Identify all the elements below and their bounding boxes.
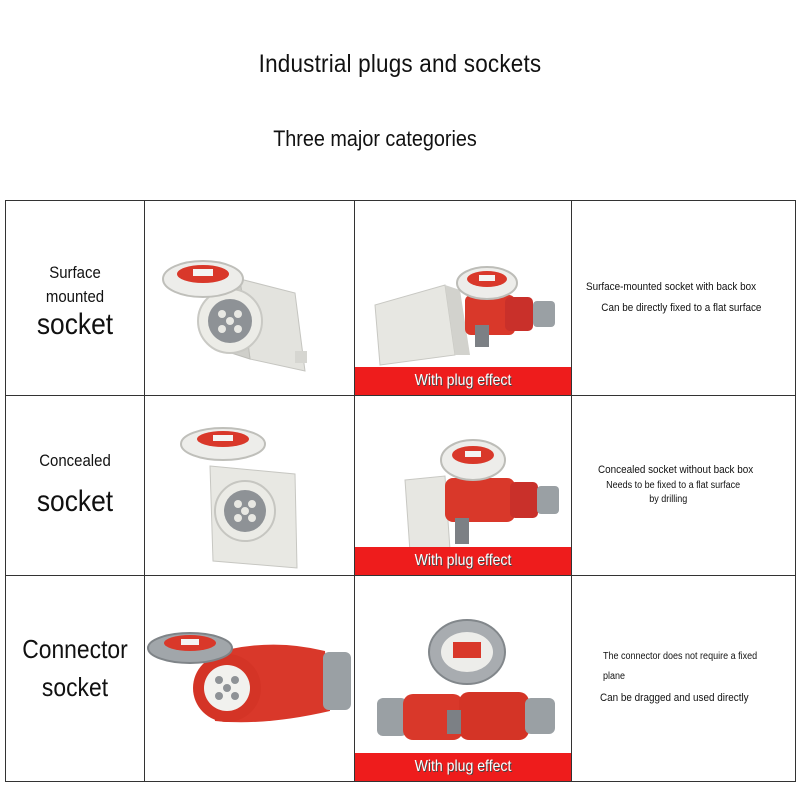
page-title: Industrial plugs and sockets [258,50,542,78]
category-label-cell: Concealed socket [5,395,145,576]
category-label: Concealed [39,451,111,471]
description-cell: Surface-mounted socket with back box Can… [571,200,796,396]
description-text: Needs to be fixed to a flat surface [606,479,741,491]
table-row: Surface mounted socket [5,200,796,396]
concealed-socket-with-plug-image [404,439,559,553]
description-cell: Concealed socket without back box Needs … [571,395,796,576]
plug-effect-banner: With plug effect [355,753,571,781]
description-text: Concealed socket without back box [598,464,754,477]
table-row: Concealed socket [5,395,796,576]
product-image-cell [144,395,355,576]
category-table: Surface mounted socket [5,200,796,782]
product-image-cell: With plug effect [354,395,572,576]
description-text: Surface-mounted socket with back box [586,281,757,294]
connector-socket-image [147,632,351,723]
concealed-socket-image [180,427,298,569]
category-label: mounted [45,286,105,306]
category-label-main: socket [36,308,114,342]
category-label: Surface [49,263,101,283]
product-image-cell: With plug effect [354,200,572,396]
description-text: by drilling [649,494,688,506]
product-image-cell: With plug effect [354,575,572,782]
table-row: Connector socket [5,575,796,782]
category-label-cell: Surface mounted socket [5,200,145,396]
category-label-main: socket [41,671,109,702]
surface-socket-image [162,260,307,372]
description-text: The connector does not require a fixed p… [603,650,758,682]
page-subtitle: Three major categories [273,126,477,151]
product-image-cell [144,200,355,396]
category-label-main: Connector [22,633,128,664]
description-text: Can be directly fixed to a flat surface [601,302,762,314]
category-label-main: socket [36,485,114,519]
description-text: Can be dragged and used directly [600,691,749,704]
surface-socket-with-plug-image [374,266,555,366]
plug-effect-banner: With plug effect [355,367,571,395]
description-cell: The connector does not require a fixed p… [571,575,796,782]
category-label-cell: Connector socket [5,575,145,782]
product-image-cell [144,575,355,782]
plug-effect-banner: With plug effect [355,547,571,575]
connector-socket-with-plug-image [377,619,555,740]
